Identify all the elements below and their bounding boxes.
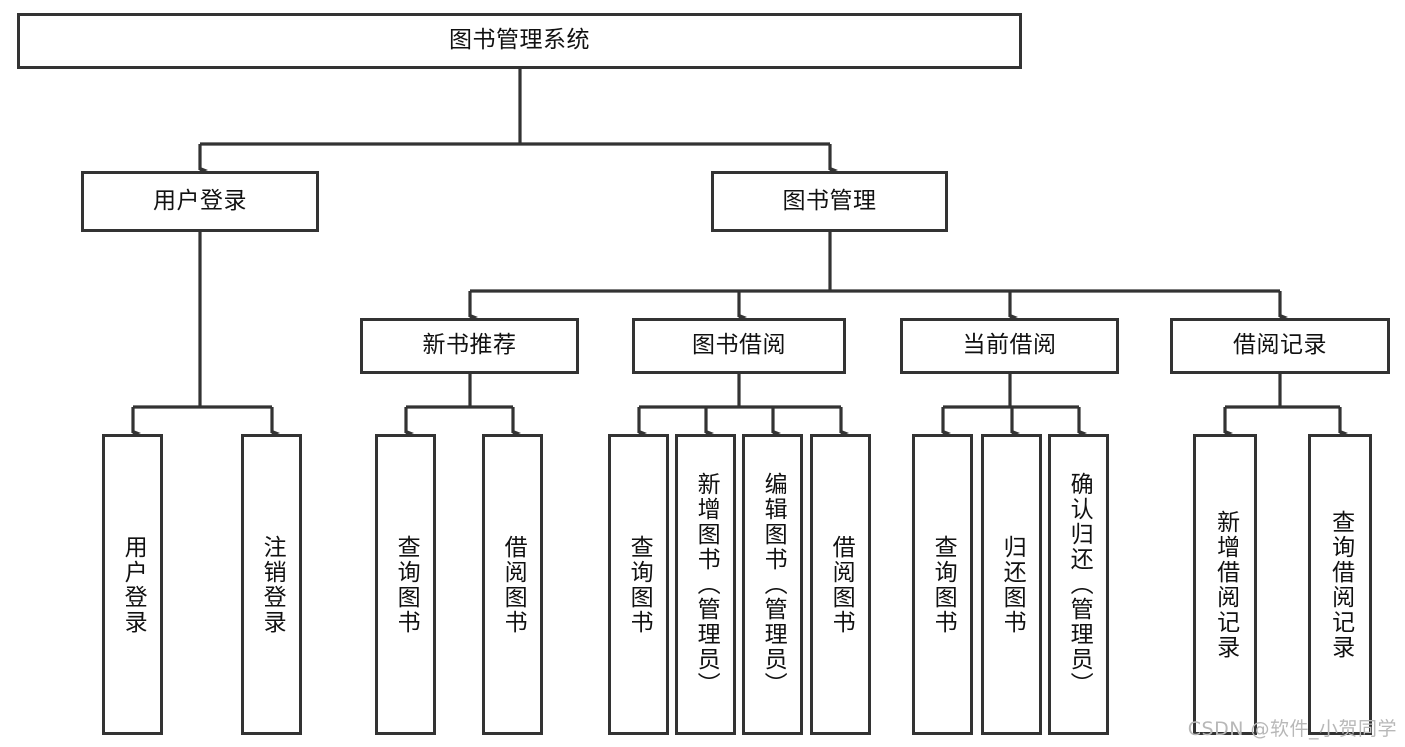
node-leaf-10[interactable]: 归还图书	[981, 434, 1042, 735]
node-borrow[interactable]: 图书借阅	[632, 318, 846, 374]
node-login[interactable]: 用户登录	[81, 171, 319, 232]
node-label: 查询借阅记录	[1327, 509, 1354, 660]
node-label: 图书借阅	[692, 332, 786, 359]
node-label: 查询图书	[930, 534, 957, 635]
node-label: 当前借阅	[962, 332, 1057, 359]
node-leaf-3[interactable]: 查询图书	[375, 434, 436, 735]
node-label: 用户登录	[153, 187, 247, 214]
node-label: 图书管理	[782, 187, 877, 214]
node-label: 借阅图书	[828, 534, 855, 635]
node-leaf-13[interactable]: 查询借阅记录	[1308, 434, 1372, 735]
node-label: 编辑图书（管理员）	[760, 472, 787, 697]
node-leaf-5[interactable]: 查询图书	[608, 434, 669, 735]
node-leaf-2[interactable]: 注销登录	[241, 434, 302, 735]
node-current[interactable]: 当前借阅	[900, 318, 1119, 374]
node-leaf-9[interactable]: 查询图书	[912, 434, 973, 735]
watermark: CSDN @软件_小贺同学	[1187, 718, 1397, 740]
node-leaf-1[interactable]: 用户登录	[102, 434, 163, 735]
node-leaf-6[interactable]: 新增图书（管理员）	[675, 434, 736, 735]
node-leaf-7[interactable]: 编辑图书（管理员）	[742, 434, 803, 735]
node-label: 查询图书	[626, 534, 653, 635]
node-leaf-12[interactable]: 新增借阅记录	[1193, 434, 1257, 735]
node-label: 确认归还（管理员）	[1066, 472, 1093, 697]
node-label: 归还图书	[999, 534, 1026, 635]
node-label: 图书管理系统	[449, 27, 590, 54]
node-label: 注销登录	[259, 534, 286, 635]
node-label: 借阅记录	[1233, 332, 1327, 359]
node-root[interactable]: 图书管理系统	[17, 13, 1022, 69]
node-label: 新书推荐	[422, 332, 517, 359]
node-newrec[interactable]: 新书推荐	[360, 318, 579, 374]
node-bookmgmt[interactable]: 图书管理	[711, 171, 948, 232]
node-leaf-11[interactable]: 确认归还（管理员）	[1048, 434, 1109, 735]
node-label: 查询图书	[393, 534, 420, 635]
node-label: 新增图书（管理员）	[693, 472, 720, 697]
node-label: 借阅图书	[500, 534, 527, 635]
node-label: 用户登录	[120, 534, 147, 635]
node-leaf-4[interactable]: 借阅图书	[482, 434, 543, 735]
node-label: 新增借阅记录	[1212, 509, 1239, 660]
node-records[interactable]: 借阅记录	[1170, 318, 1390, 374]
node-leaf-8[interactable]: 借阅图书	[810, 434, 871, 735]
